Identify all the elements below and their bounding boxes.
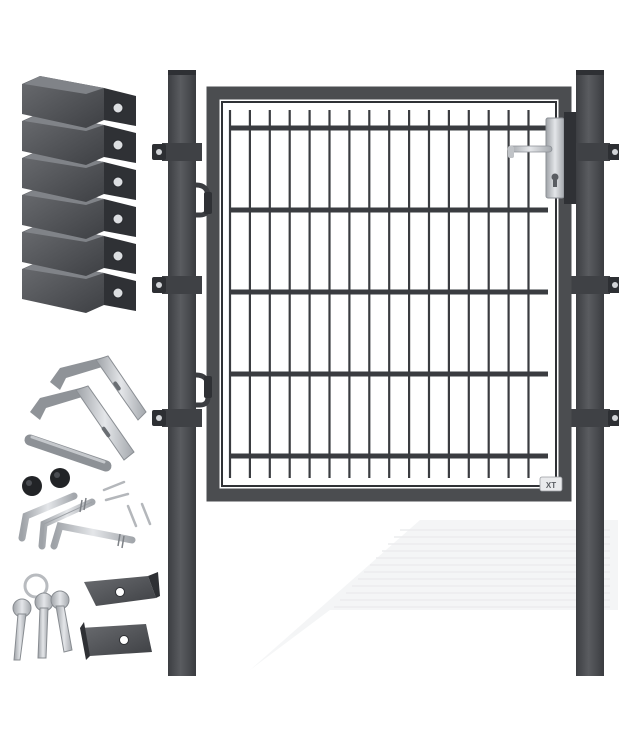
- post-clamps: [152, 143, 619, 427]
- mesh-horizontal-double-wire: [230, 371, 548, 377]
- post-clamp: [570, 409, 619, 427]
- wall-bracket-1: [84, 572, 160, 606]
- keys: [12, 573, 73, 661]
- wall-brackets: [80, 572, 160, 660]
- post-clamp: [570, 276, 619, 294]
- gate-shadow: [250, 520, 618, 670]
- key-3: [50, 590, 73, 653]
- end-caps: [22, 468, 70, 496]
- key-2: [34, 592, 54, 659]
- spare-post-clamp: [22, 76, 136, 128]
- post-clamp: [152, 143, 202, 161]
- connector-tube: [24, 434, 112, 472]
- mesh-horizontal-double-wire: [230, 125, 548, 131]
- mesh-horizontal-double-wire: [230, 207, 548, 213]
- brand-plate: XT: [539, 476, 563, 492]
- key-1: [12, 598, 32, 661]
- gate-leaf: [206, 86, 572, 502]
- left-post: [168, 70, 196, 676]
- mesh-horizontal-double-wire: [230, 289, 548, 295]
- post-clamp: [570, 143, 619, 161]
- right-post: [576, 70, 604, 676]
- spare-post-clamps: [22, 76, 136, 313]
- mesh-horizontal-double-wire: [230, 453, 548, 459]
- gate-lock: [507, 112, 576, 204]
- brand-logo-text: XT: [546, 481, 556, 490]
- gate-mesh: [228, 110, 548, 478]
- wall-bracket-2: [80, 622, 152, 660]
- hinge-bolts: [18, 492, 136, 550]
- post-clamp: [152, 409, 202, 427]
- post-clamp: [152, 276, 202, 294]
- mounting-brackets: [30, 355, 147, 461]
- screws: [102, 480, 152, 528]
- gate-hinges: [195, 182, 212, 408]
